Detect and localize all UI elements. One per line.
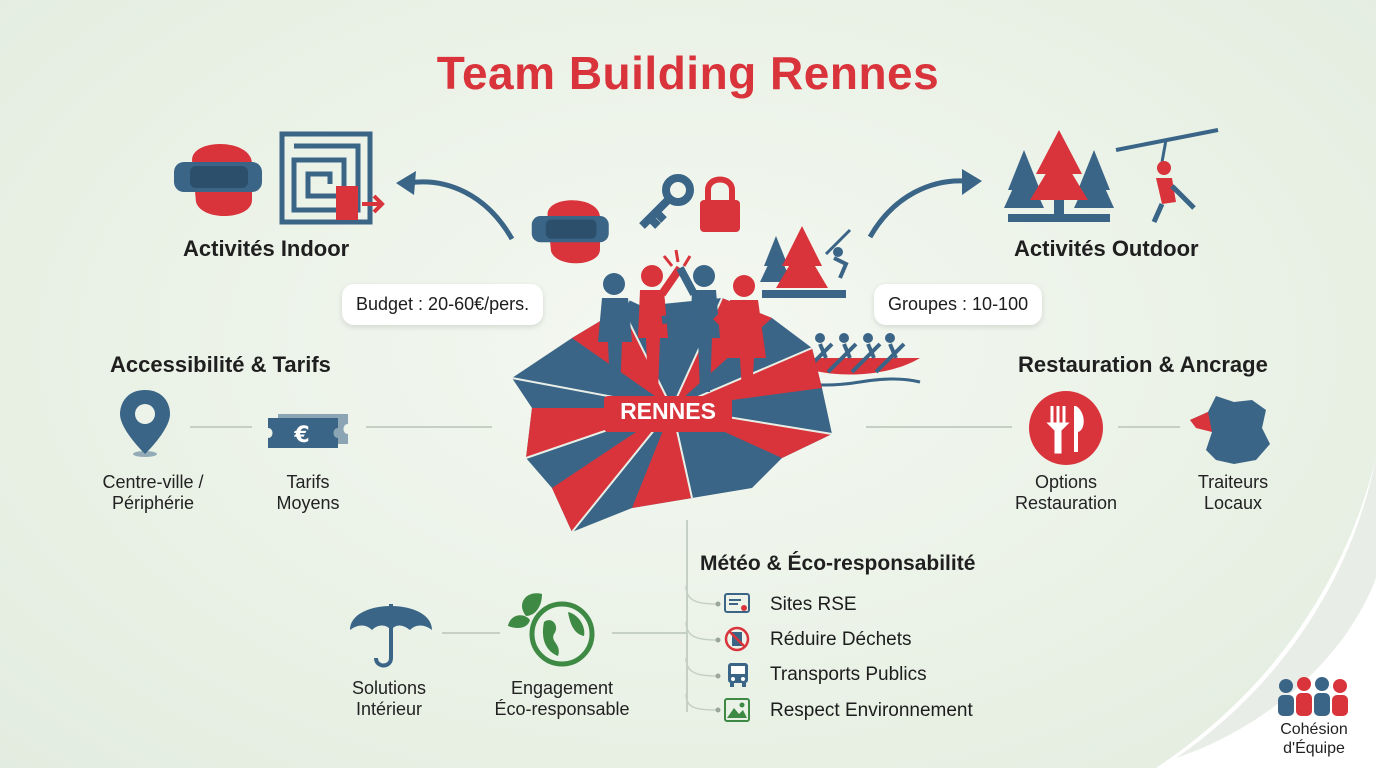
food-connector-2 [1118,426,1180,428]
forest-icon [1004,130,1114,222]
local-caterers-label: Traiteurs Locaux [1197,472,1269,513]
location-pin-icon [120,390,170,457]
arrow-to-indoor-icon [396,171,515,241]
fork-knife-icon [1029,391,1103,465]
price-label: Tarifs Moyens [276,472,340,513]
forest-climbing-icon [760,226,852,298]
arrow-to-outdoor-icon [867,169,982,239]
france-map-icon [1190,396,1270,464]
rowing-boat-icon [784,333,921,387]
eco-engagement-label: Engagement Éco-responsable [494,678,630,719]
groups-badge: Groupes : 10-100 [874,284,1043,325]
weather-connector-vertical [686,520,688,712]
indoor-solutions-label: Solutions Intérieur [351,678,427,719]
bus-icon [728,663,748,687]
landscape-icon [724,698,750,722]
team-cohesion-label: Cohésion d'Équipe [1280,721,1348,757]
team-high-five-icon [598,249,766,392]
no-waste-icon [724,626,750,652]
restaurant-options-label: Options Restauration [1014,472,1118,513]
weather-title: Météo & Éco-responsabilité [700,552,976,575]
checklist-item: Réduire Déchets [770,629,912,650]
checklist-item: Transports Publics [770,664,927,685]
team-group-icon [1278,677,1348,716]
checklist-item: Respect Environnement [770,700,973,721]
checklist-branches [685,585,721,713]
food-title: Restauration & Ancrage [1018,352,1268,377]
weather-connector-2 [612,632,686,634]
indoor-title: Activités Indoor [183,236,350,261]
food-connector-1 [866,426,1012,428]
vr-headset-center-icon [531,200,609,264]
weather-connector-1 [442,632,500,634]
budget-badge: Budget : 20-60€/pers. [342,284,544,325]
svg-text:€: € [293,423,309,448]
ticket-euro-icon: € [268,414,348,448]
access-title: Accessibilité & Tarifs [110,352,331,377]
umbrella-icon [350,604,432,668]
zipline-icon [1115,128,1219,224]
vr-headset-icon [174,143,262,217]
outdoor-title: Activités Outdoor [1014,236,1199,261]
checklist-item: Sites RSE [770,594,857,615]
access-connector-2 [366,426,492,428]
eco-globe-icon [508,593,595,667]
key-lock-icon [639,174,740,232]
maze-icon [279,131,385,225]
certificate-icon [724,593,750,613]
center-city-label: RENNES [620,398,716,424]
access-connector-1 [190,426,252,428]
location-label: Centre-ville / Périphérie [102,472,204,513]
page-title: Team Building Rennes [436,47,940,99]
